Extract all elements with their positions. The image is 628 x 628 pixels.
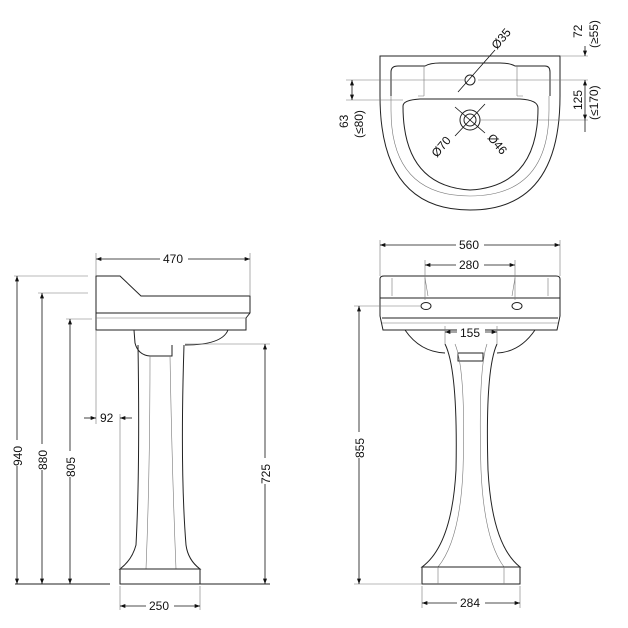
tap-hole-dia-label: Ø35 xyxy=(489,25,515,52)
height-total-label: 940 xyxy=(11,446,25,466)
waste-inner-dia-label: Ø46 xyxy=(485,131,511,158)
offset-label: 92 xyxy=(100,411,114,425)
back-to-waste-limit-label: (≤170) xyxy=(587,85,601,120)
side-width-label: 470 xyxy=(163,252,183,266)
side-view: 470 940 880 805 725 92 250 xyxy=(10,251,273,613)
pedestal-top-width-label: 155 xyxy=(460,326,480,340)
tap-spacing-label: 280 xyxy=(459,258,479,272)
tap-hole xyxy=(464,74,476,86)
tap-height-label: 855 xyxy=(353,438,367,458)
back-to-tap-label: 72 xyxy=(571,24,585,38)
waste-inner xyxy=(463,113,477,127)
tap-to-rim-label: 63 xyxy=(337,114,351,128)
top-view: Ø35 Ø70 Ø46 72 (≥55) 125 (≤170) 63 (≤80) xyxy=(337,20,601,211)
back-to-tap-limit-label: (≥55) xyxy=(587,20,601,48)
tap-hole-right xyxy=(511,302,523,310)
height-pedestal-label: 725 xyxy=(259,464,273,484)
height-under-label: 805 xyxy=(64,457,78,477)
front-base-width-label: 284 xyxy=(460,596,480,610)
tap-to-rim-limit-label: (≤80) xyxy=(352,110,366,138)
tap-hole-left xyxy=(420,302,432,310)
side-base-width-label: 250 xyxy=(149,599,169,613)
height-rim-label: 880 xyxy=(36,450,50,470)
waste-outer-dia-label: Ø70 xyxy=(429,133,455,160)
front-width-label: 560 xyxy=(459,238,479,252)
back-to-waste-label: 125 xyxy=(571,90,585,110)
front-view: 560 280 155 855 284 xyxy=(352,237,561,610)
